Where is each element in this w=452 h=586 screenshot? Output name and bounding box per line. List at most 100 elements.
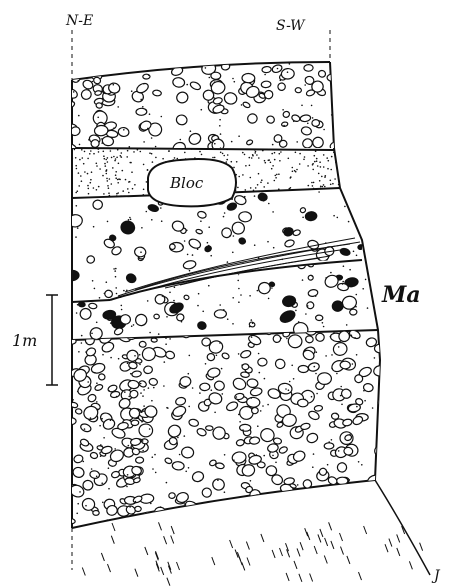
sand-grain <box>186 230 188 232</box>
sand-grain <box>286 338 288 340</box>
pebble <box>277 82 286 91</box>
sand-grain <box>295 152 297 154</box>
sand-grain <box>132 513 134 515</box>
sand-grain <box>337 139 339 141</box>
sand-grain <box>364 197 366 199</box>
sand-grain <box>224 491 226 493</box>
dark-clast <box>125 272 137 284</box>
pebble <box>231 221 246 236</box>
sand-grain <box>107 180 109 182</box>
sand-grain <box>312 117 314 119</box>
sand-grain <box>188 373 190 375</box>
sand-grain <box>259 330 261 332</box>
sand-grain <box>141 421 143 423</box>
sand-grain <box>297 484 299 486</box>
sand-grain <box>276 298 278 300</box>
sand-grain <box>237 280 239 282</box>
pebble <box>363 216 369 222</box>
pebble <box>343 520 356 529</box>
sand-grain <box>141 411 143 413</box>
hatch-stroke <box>420 543 423 551</box>
sand-grain <box>321 176 323 178</box>
sand-grain <box>166 407 168 409</box>
pebble <box>306 89 316 97</box>
sand-grain <box>78 351 80 353</box>
sand-grain <box>141 283 143 285</box>
sand-grain <box>151 219 153 221</box>
sand-grain <box>250 480 252 482</box>
sand-grain <box>139 364 141 366</box>
sand-grain <box>312 185 314 187</box>
sand-grain <box>262 150 264 152</box>
pebble <box>328 503 344 518</box>
sand-grain <box>293 121 295 123</box>
sand-grain <box>219 342 221 344</box>
dark-clast <box>226 202 237 212</box>
sand-grain <box>102 63 104 65</box>
pebble <box>273 437 282 444</box>
pebble <box>292 229 301 237</box>
sand-grain <box>359 197 361 199</box>
sand-grain <box>151 400 153 402</box>
sand-grain <box>88 193 90 195</box>
pebble <box>89 470 100 479</box>
hatch-stroke <box>112 523 115 531</box>
pebble <box>188 418 199 427</box>
sand-grain <box>88 139 90 141</box>
sand-grain <box>373 215 375 217</box>
pebble <box>211 477 226 491</box>
pebble <box>221 227 233 239</box>
sand-grain <box>360 506 362 508</box>
hatch-stroke <box>341 547 344 555</box>
pebble <box>288 334 303 348</box>
sand-grain <box>173 300 175 302</box>
layer-lower-gravel <box>66 321 393 536</box>
sand-grain <box>224 212 226 214</box>
sand-grain <box>288 389 290 391</box>
sand-grain <box>295 269 297 271</box>
sand-grain <box>91 468 93 470</box>
sand-grain <box>159 340 161 342</box>
pebble <box>369 104 376 110</box>
sand-grain <box>345 172 347 174</box>
sand-grain <box>319 180 321 182</box>
sand-grain <box>159 518 161 520</box>
pebble <box>66 88 79 100</box>
pebble <box>189 80 202 91</box>
sand-grain <box>81 335 83 337</box>
pebble <box>94 125 108 136</box>
pebble <box>300 422 311 430</box>
sand-grain <box>114 160 116 162</box>
sand-grain <box>344 134 346 136</box>
sand-grain <box>86 342 88 344</box>
sand-grain <box>190 130 192 132</box>
sand-grain <box>188 525 190 527</box>
pebble <box>94 384 103 392</box>
sand-grain <box>214 81 216 83</box>
pebble <box>372 510 389 526</box>
pebble <box>237 335 248 344</box>
pebble <box>272 334 282 344</box>
sand-grain <box>163 385 165 387</box>
sand-grain <box>147 169 149 171</box>
sand-grain <box>196 300 198 302</box>
pebble <box>175 91 189 105</box>
sand-grain <box>155 146 157 148</box>
hatch-stroke <box>347 556 350 564</box>
sand-grain <box>320 166 322 168</box>
sand-grain <box>202 311 204 313</box>
hatch-stroke <box>212 557 215 565</box>
sand-grain <box>221 519 223 521</box>
sand-grain <box>118 163 120 165</box>
pebble <box>299 207 306 214</box>
sand-grain <box>78 185 80 187</box>
hatch-stroke <box>297 548 300 556</box>
sand-grain <box>143 189 145 191</box>
sand-grain <box>88 186 90 188</box>
sand-grain <box>152 468 154 470</box>
sand-grain <box>301 198 303 200</box>
sand-grain <box>267 182 269 184</box>
sand-grain <box>77 391 79 393</box>
pebble <box>104 290 113 299</box>
sand-grain <box>100 444 102 446</box>
